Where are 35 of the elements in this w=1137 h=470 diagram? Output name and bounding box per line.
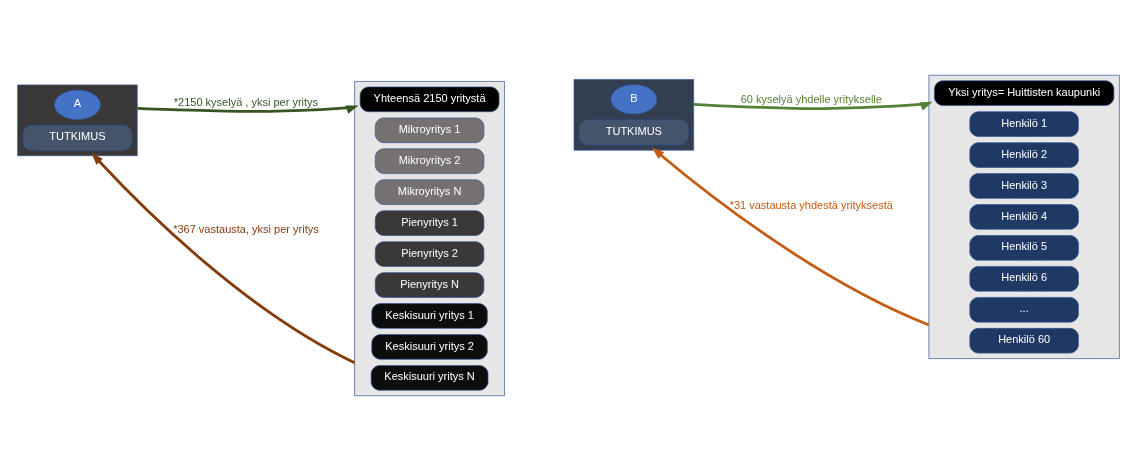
arrow — [137, 104, 359, 114]
node-box: Yksi yritys= Huittisten kaupunki — [934, 79, 1115, 106]
node-box: Henkilö 4 — [969, 203, 1079, 230]
arrow — [693, 101, 933, 110]
node-box: Henkilö 6 — [969, 265, 1079, 292]
node-box: Henkilö 3 — [969, 172, 1079, 199]
node-box: ... — [969, 296, 1079, 322]
node-ellipse: A — [54, 89, 101, 120]
node-ellipse: B — [610, 83, 658, 114]
edge-label: *31 vastausta yhdestä yrityksestä — [729, 198, 893, 211]
node-box: Pienyritys 2 — [374, 240, 485, 267]
node-box: Henkilö 2 — [969, 141, 1079, 168]
node-box: Mikroyritys 1 — [374, 117, 485, 143]
node-box: Pienyritys N — [374, 271, 485, 298]
node-box: Pienyritys 1 — [374, 209, 485, 236]
node-box: Henkilö 5 — [969, 234, 1079, 261]
arrow — [91, 152, 356, 364]
edge-label: 60 kyselyä yhdelle yritykselle — [740, 92, 882, 105]
cluster — [17, 84, 138, 156]
node-box: Henkilö 1 — [969, 110, 1079, 137]
node-box: TUTKIMUS — [579, 119, 689, 145]
edge-label: *2150 kyselyä , yksi per yritys — [173, 95, 319, 108]
node-box: Yhteensä 2150 yritystä — [359, 86, 500, 112]
node-box: Henkilö 60 — [969, 327, 1079, 353]
cluster — [928, 74, 1120, 359]
node-box: TUTKIMUS — [22, 124, 133, 151]
cluster — [573, 78, 694, 151]
node-box: Keskisuuri yritys 2 — [371, 333, 488, 360]
arrow — [651, 147, 930, 326]
node-box: Mikroyritys N — [374, 178, 485, 205]
node-box: Keskisuuri yritys N — [370, 364, 489, 391]
cluster — [354, 80, 505, 396]
node-box: Mikroyritys 2 — [374, 148, 485, 174]
node-box: Keskisuuri yritys 1 — [371, 302, 488, 329]
edge-label: *367 vastausta, yksi per yritys — [173, 222, 319, 235]
